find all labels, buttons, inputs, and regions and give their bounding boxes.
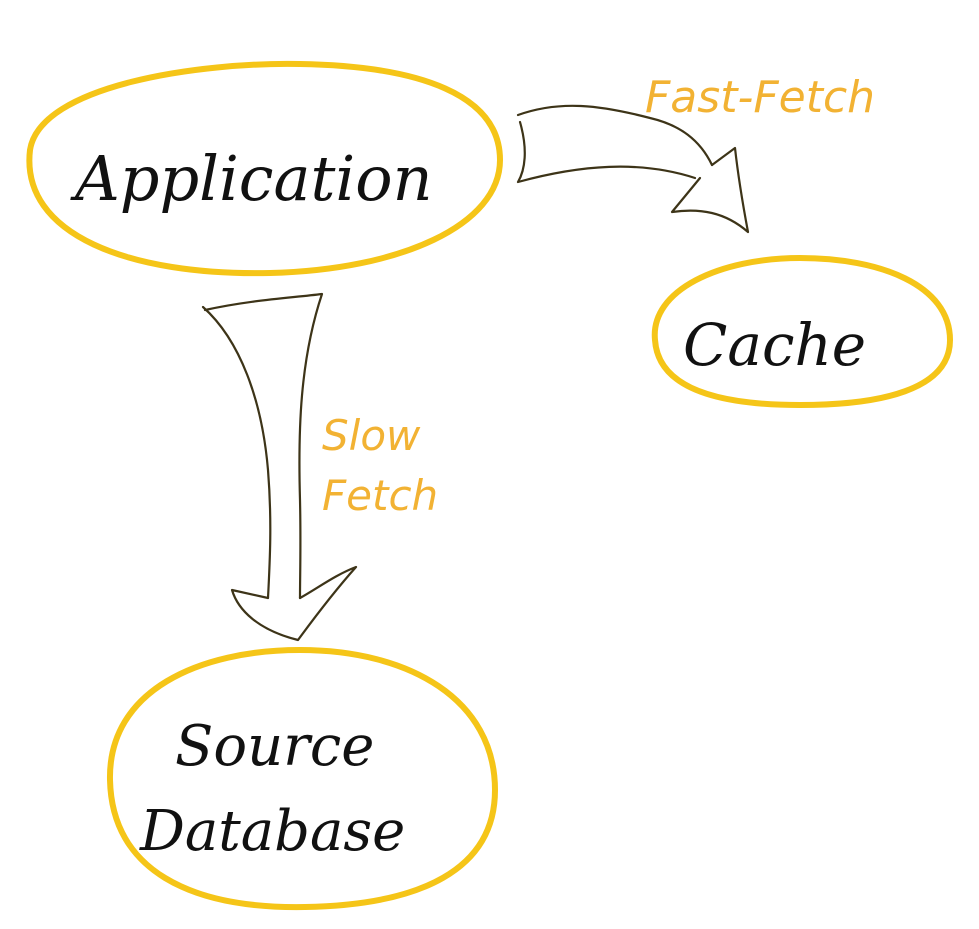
database-label: Database	[139, 799, 405, 864]
source-database-ellipse	[106, 647, 498, 911]
slow-fetch-arrow	[201, 292, 358, 642]
cache-ellipse	[651, 255, 953, 408]
application-node: Application	[26, 60, 503, 277]
slow-label: Slow	[322, 411, 421, 460]
fetch-label: Fetch	[322, 471, 438, 520]
fast-fetch-arrowhead	[670, 146, 750, 234]
source-label: Source	[175, 714, 374, 779]
source-database-node: Source Database	[106, 647, 498, 911]
cache-node: Cache	[651, 255, 953, 408]
application-ellipse	[26, 60, 503, 277]
fast-fetch-arrow-shaft-bottom	[516, 120, 697, 184]
slow-fetch-arrowhead	[230, 565, 358, 642]
slow-fetch-arrow-shaft-right	[203, 292, 324, 600]
fast-fetch-arrow	[516, 104, 750, 234]
application-label: Application	[70, 142, 433, 215]
fast-fetch-label: Fast-Fetch	[645, 72, 875, 123]
fast-fetch-arrow-shaft-top	[516, 104, 714, 167]
slow-fetch-arrow-shaft-left	[201, 305, 272, 600]
cache-label: Cache	[683, 311, 866, 379]
